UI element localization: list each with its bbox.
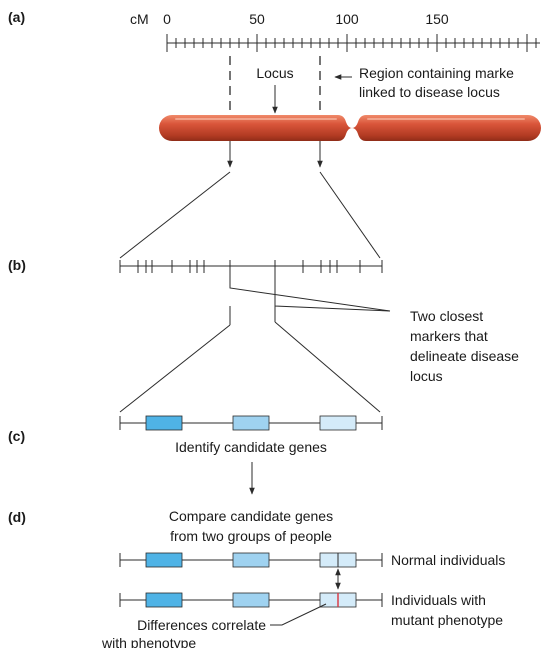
scale-tick-label-50: 50 [249, 11, 265, 27]
compare-label-line1: Compare candidate genes [169, 508, 333, 524]
chromosome [159, 115, 541, 141]
panel-label-c: (c) [8, 428, 25, 444]
candidate-gene-3 [319, 415, 357, 431]
scale-tick-label-100: 100 [335, 11, 359, 27]
identify-candidate-genes-label: Identify candidate genes [175, 439, 327, 455]
differences-label-line1: Differences correlate [137, 617, 266, 633]
panel-label-a: (a) [8, 9, 25, 25]
closest-markers-label-line3: delineate disease [410, 348, 519, 364]
region-label-line1: Region containing marke [359, 65, 514, 81]
region-label-line2: linked to disease locus [359, 84, 500, 100]
normal-gene-2 [232, 552, 270, 568]
compare-label-line2: from two groups of people [170, 528, 332, 544]
zoom-line-right-b2 [274, 321, 381, 413]
closest-marker-left-bracket [229, 266, 391, 312]
marker-ticks [119, 260, 383, 273]
differences-label-line2: with phenotype [101, 635, 196, 648]
mutant-individuals-label-line2: mutant phenotype [391, 612, 503, 628]
candidate-gene-2 [232, 415, 270, 431]
mutant-individuals-label-line1: Individuals with [391, 592, 486, 608]
normal-gene-row [119, 552, 383, 568]
normal-gene-1 [145, 552, 183, 568]
marker-map [119, 260, 383, 273]
mutant-gene-2 [232, 592, 270, 608]
locus-label: Locus [256, 65, 293, 81]
scale-tick-label-150: 150 [425, 11, 449, 27]
cm-scale: cM 0 50 100 150 [130, 11, 540, 52]
closest-marker-right-bracket [274, 266, 391, 312]
closest-markers-label-line2: markers that [410, 328, 488, 344]
mutant-gene-1 [145, 592, 183, 608]
scale-ticks [166, 34, 537, 52]
closest-markers-label-line1: Two closest [410, 308, 483, 324]
panel-label-d: (d) [8, 509, 26, 525]
mutant-gene-row [119, 592, 383, 608]
differences-pointer [270, 603, 327, 626]
scale-unit-label: cM [130, 11, 149, 27]
normal-individuals-label: Normal individuals [391, 552, 505, 568]
closest-markers-label: Two closest markers that delineate disea… [410, 308, 519, 384]
zoom-line-right-a [319, 171, 381, 259]
candidate-gene-1 [145, 415, 183, 431]
zoom-line-left-a [119, 171, 231, 259]
panel-label-b: (b) [8, 257, 26, 273]
scale-tick-label-0: 0 [163, 11, 171, 27]
candidate-gene-region [119, 415, 383, 431]
zoom-line-left-b2 [119, 324, 231, 413]
closest-markers-label-line4: locus [410, 368, 443, 384]
